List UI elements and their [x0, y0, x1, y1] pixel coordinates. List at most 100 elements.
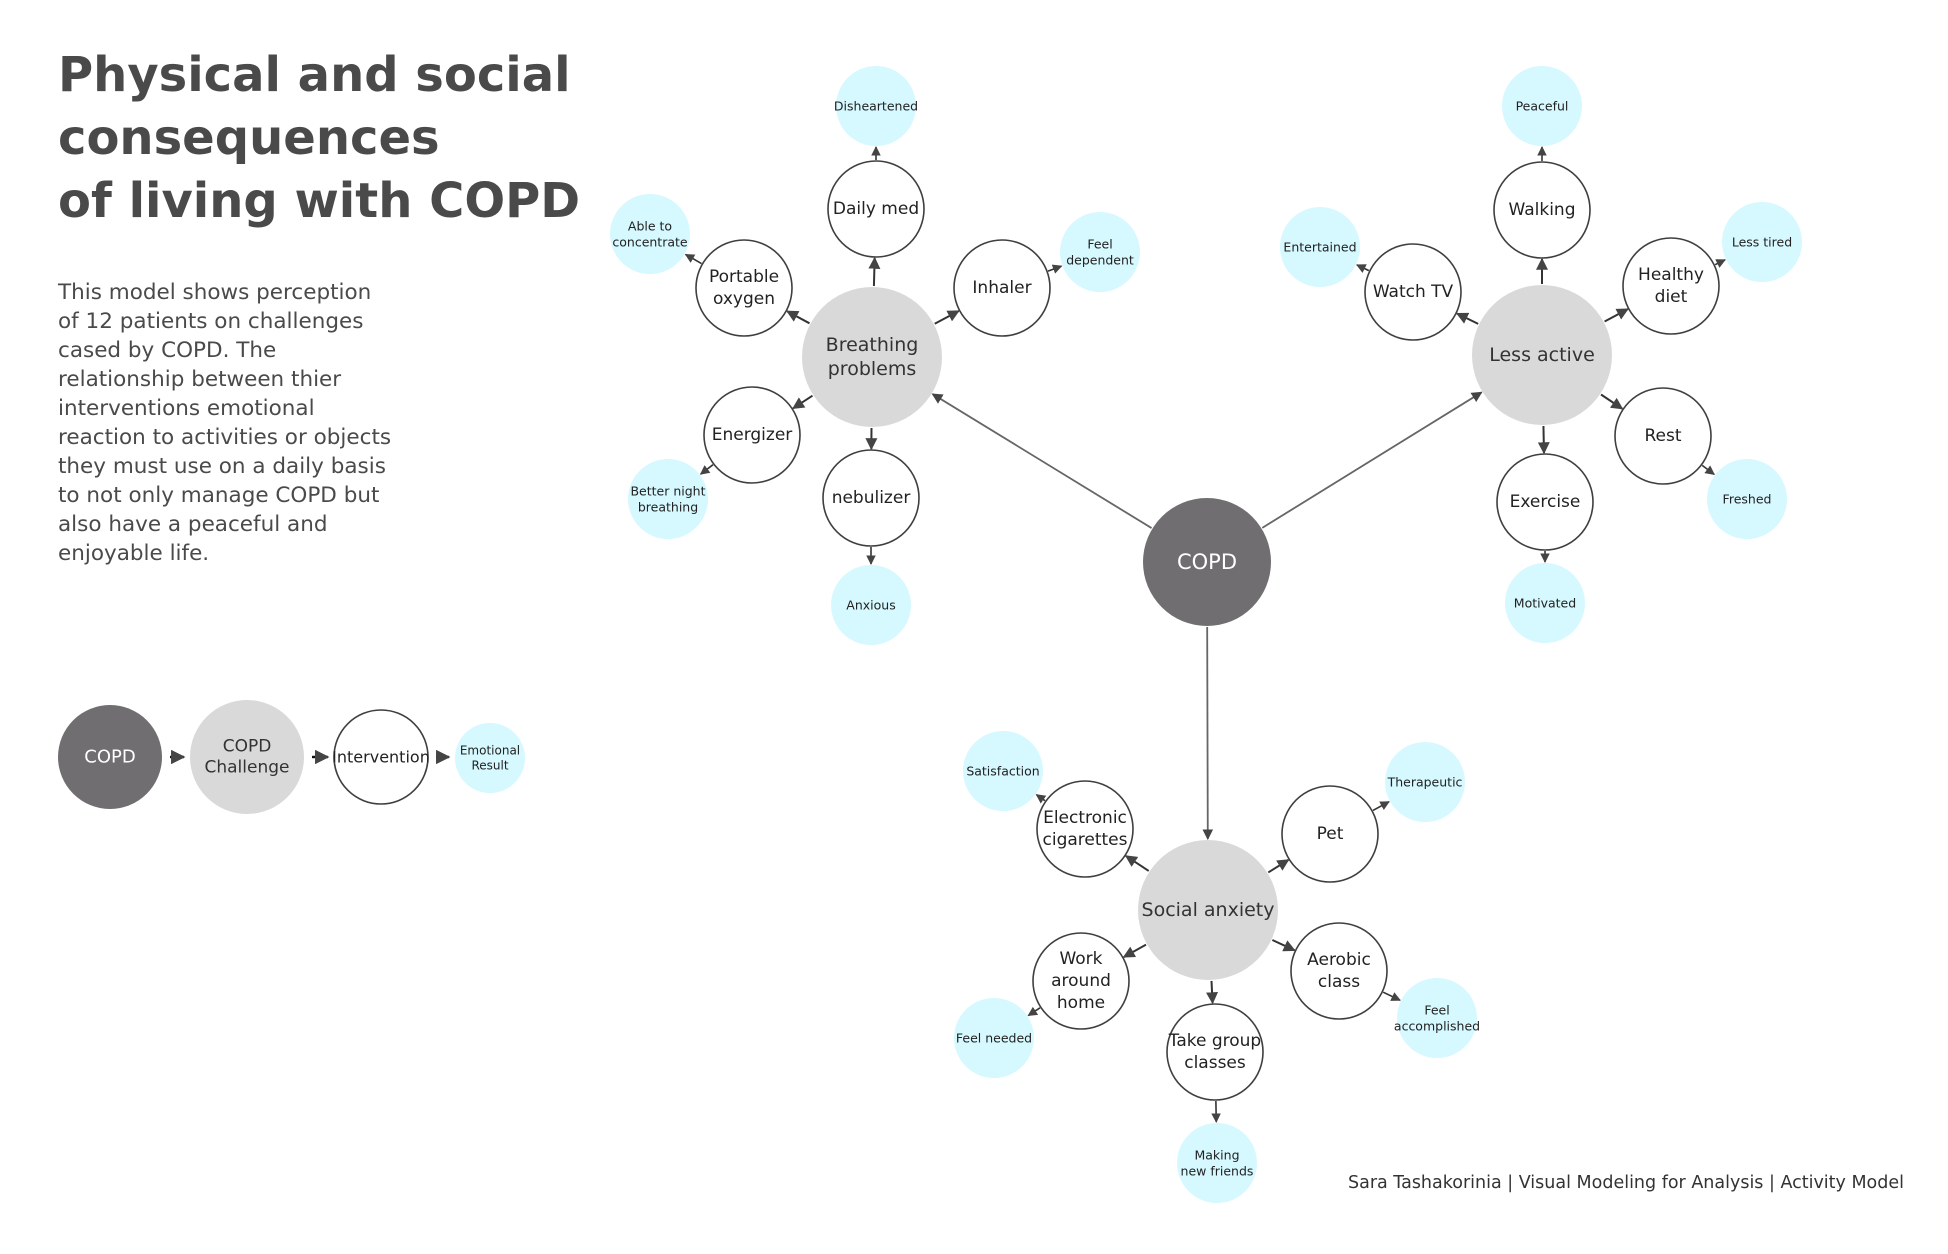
emotion-node-feel-accomplished-label: Feel	[1424, 1003, 1449, 1018]
emotion-node-better-night-breathing-circle	[628, 459, 708, 539]
connector-breathing-to-portable-oxygen	[786, 310, 810, 325]
emotion-node-motivated-label: Motivated	[1514, 596, 1576, 611]
emotion-node-feel-needed-label: Feel needed	[956, 1031, 1032, 1046]
intervention-node-work-around-home-label: around	[1051, 971, 1111, 991]
emotion-node-able-to-concentrate-label: concentrate	[612, 235, 688, 250]
emotion-node-less-tired-circle	[1722, 202, 1802, 282]
challenge-node-social-anxiety-circle	[1138, 840, 1278, 980]
intervention-node-inhaler: Inhaler	[953, 239, 1051, 337]
title-line: of living with COPD	[58, 173, 581, 229]
emotion-node-entertained-circle	[1280, 207, 1360, 287]
intervention-node-energizer-circle	[703, 386, 801, 484]
emotion-node-less-tired: Less tired	[1722, 202, 1802, 282]
challenge-node-social-anxiety-label: Social anxiety	[1142, 899, 1275, 921]
legend-challenge-label: COPD	[223, 736, 272, 756]
challenge-node-social-anxiety: Social anxiety	[1138, 840, 1278, 980]
emotion-node-satisfaction-label: Satisfaction	[966, 764, 1039, 779]
description-line: relationship between thier	[58, 367, 342, 392]
description-line: reaction to activities or objects	[58, 425, 392, 450]
intervention-node-rest: Rest	[1614, 387, 1712, 485]
intervention-node-watch-tv: Watch TV	[1364, 243, 1462, 341]
emotion-node-motivated-circle	[1505, 563, 1585, 643]
emotion-node-entertained-label: Entertained	[1283, 240, 1356, 255]
intervention-node-portable-oxygen-circle	[695, 239, 793, 337]
intervention-node-aerobic-class-label: class	[1318, 972, 1360, 992]
emotion-node-disheartened: Disheartened	[834, 66, 918, 146]
intervention-node-pet-label: Pet	[1317, 824, 1344, 844]
connector-breathing-to-energizer	[792, 394, 814, 410]
connector-watch-tv-to-emotion	[1356, 264, 1370, 273]
emotion-node-entertained: Entertained	[1280, 207, 1360, 287]
legend-emotion-circle	[455, 723, 525, 793]
connector-pet-to-emotion	[1372, 800, 1390, 812]
description-line: enjoyable life.	[58, 541, 210, 566]
connector-inhaler-to-emotion	[1047, 264, 1063, 274]
intervention-node-inhaler-label: Inhaler	[972, 278, 1031, 298]
description: This model shows perception of 12 patien…	[58, 278, 392, 568]
intervention-node-healthy-diet-label: diet	[1655, 287, 1688, 307]
connector-copd-to-breathing	[931, 393, 1153, 529]
intervention-node-electronic-cigarettes-label: cigarettes	[1043, 830, 1128, 850]
connector-breathing-to-daily-med	[868, 256, 881, 287]
intervention-node-healthy-diet-circle	[1622, 237, 1720, 335]
copd-center-node-circle	[1143, 498, 1271, 626]
emotion-node-able-to-concentrate-circle	[610, 194, 690, 274]
emotion-node-feel-needed-circle	[954, 998, 1034, 1078]
description-line: to not only manage COPD but	[58, 483, 380, 508]
legend-copd: COPD	[58, 705, 162, 809]
intervention-node-take-group-classes-circle	[1166, 1003, 1264, 1101]
emotion-node-anxious-circle	[831, 565, 911, 645]
emotion-node-anxious: Anxious	[831, 565, 911, 645]
intervention-node-nebulizer-circle	[822, 449, 920, 547]
intervention-node-electronic-cigarettes-label: Electronic	[1043, 808, 1127, 828]
intervention-node-rest-circle	[1614, 387, 1712, 485]
legend-copd-circle	[58, 705, 162, 809]
emotion-node-feel-needed: Feel needed	[954, 998, 1034, 1078]
legend-intervention-label: Intervention	[332, 748, 430, 767]
connector-electronic-cigarettes-to-emotion	[1035, 794, 1047, 804]
connector-aerobic-class-to-emotion	[1382, 991, 1401, 1001]
emotion-node-therapeutic-label: Therapeutic	[1387, 775, 1463, 790]
copd-center-node-label: COPD	[1177, 550, 1237, 574]
title-line: Physical and social	[58, 47, 571, 103]
intervention-node-take-group-classes-label: Take group	[1168, 1031, 1261, 1051]
challenge-node-less-active-circle	[1472, 285, 1612, 425]
connector-less-active-to-rest	[1600, 393, 1624, 410]
description-line: cased by COPD. The	[58, 338, 277, 363]
intervention-node-walking-label: Walking	[1509, 200, 1576, 220]
emotion-node-able-to-concentrate-label: Able to	[628, 219, 672, 234]
intervention-node-watch-tv-circle	[1364, 243, 1462, 341]
connector-less-active-to-exercise	[1537, 425, 1550, 455]
intervention-node-work-around-home-label: Work	[1059, 949, 1102, 969]
intervention-node-aerobic-class-label: Aerobic	[1307, 950, 1371, 970]
emotion-node-feel-dependent-label: dependent	[1066, 253, 1134, 268]
connector-energizer-to-emotion	[699, 464, 714, 475]
intervention-node-portable-oxygen-label: Portable	[709, 267, 779, 287]
legend-emotion-label: Result	[471, 759, 508, 773]
intervention-node-work-around-home-circle	[1032, 932, 1130, 1030]
intervention-node-portable-oxygen-label: oxygen	[713, 289, 775, 309]
emotion-node-satisfaction: Satisfaction	[963, 731, 1043, 811]
copd-center-node: COPD	[1143, 498, 1271, 626]
connector-social-anxiety-to-aerobic-class	[1271, 939, 1296, 952]
connector-less-active-to-watch-tv	[1455, 312, 1479, 325]
connector-less-active-to-healthy-diet	[1604, 308, 1629, 323]
emotion-node-disheartened-label: Disheartened	[834, 99, 918, 114]
emotion-node-making-new-friends-label: Making	[1194, 1148, 1239, 1163]
page-title: Physical and social consequences of livi…	[58, 44, 618, 233]
connector-social-anxiety-to-take-group-classes	[1206, 980, 1219, 1005]
connector-breathing-to-inhaler	[934, 310, 960, 325]
emotion-node-peaceful-circle	[1502, 66, 1582, 146]
description-line: they must use on a daily basis	[58, 454, 386, 479]
intervention-node-daily-med: Daily med	[827, 160, 925, 258]
intervention-node-healthy-diet-label: Healthy	[1638, 265, 1704, 285]
